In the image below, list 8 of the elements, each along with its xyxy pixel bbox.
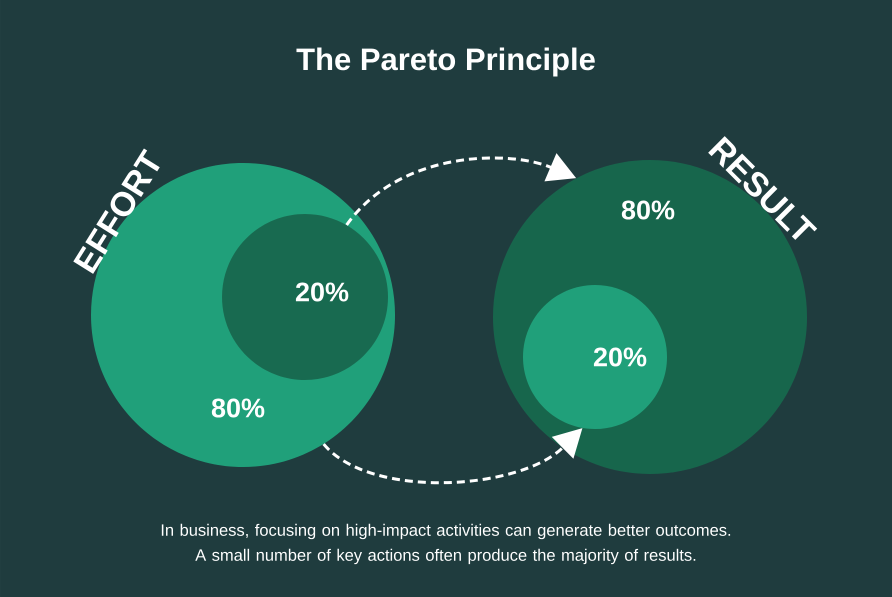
title: The Pareto Principle [296,48,595,76]
caption: In business, focusing on high-impact activities can generate better outcomes. A small number of key actions often produce the majority of results. [162,524,730,564]
percent-label: 20% [296,282,348,302]
circle [222,214,388,380]
percent-label: 80% [622,200,674,220]
circle [523,285,667,429]
percent-label: 20% [594,347,646,367]
percent-label: 80% [212,398,264,418]
